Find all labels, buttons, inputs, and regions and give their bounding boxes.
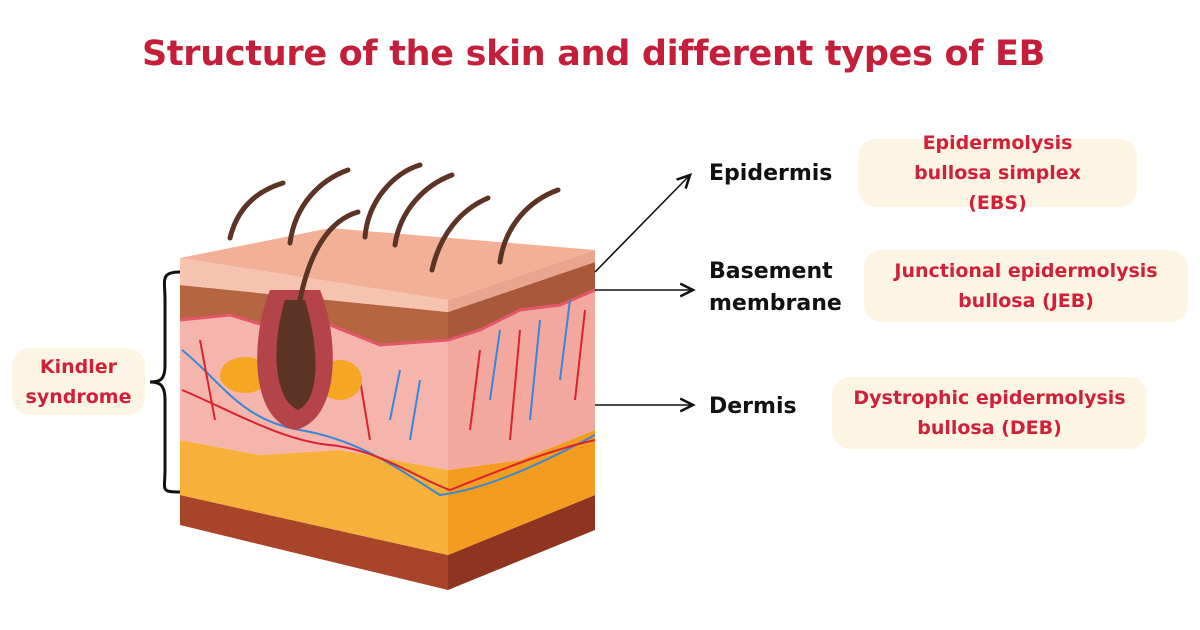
skin-surface-front [180, 258, 448, 312]
kindler-brace [149, 270, 181, 494]
base-layer-side [448, 495, 595, 590]
epidermis-side [448, 262, 595, 340]
label-epidermis: Epidermis [709, 161, 833, 186]
blood-vessels [181, 299, 596, 497]
skin-surface-side [448, 250, 595, 312]
dermis-side [448, 290, 595, 470]
diagram-title: Structure of the skin and different type… [141, 34, 1046, 74]
skin-surface-top [180, 228, 595, 300]
base-layer-front [180, 495, 448, 590]
label-basement-membrane: Basement membrane [709, 259, 842, 316]
fat-layer-front [180, 440, 448, 555]
hairs [227, 162, 561, 303]
arrow-epidermis [594, 175, 690, 273]
deb-text: Dystrophic epidermolysis bullosa (DEB) [853, 387, 1126, 439]
fat-layer-side [448, 430, 595, 555]
jeb-text: Junctional epidermolysis bullosa (JEB) [894, 260, 1158, 312]
ebs-text: Epidermolysis bullosa simplex (EBS) [914, 132, 1081, 214]
kindler-box: Kindler syndrome [12, 348, 145, 415]
jeb-box: Junctional epidermolysis bullosa (JEB) [864, 250, 1188, 322]
deb-box: Dystrophic epidermolysis bullosa (DEB) [832, 377, 1147, 449]
hair-root [276, 300, 316, 410]
ebs-box: Epidermolysis bullosa simplex (EBS) [858, 132, 1137, 214]
basement-membrane-line [179, 288, 596, 347]
kindler-text: Kindler syndrome [25, 355, 132, 408]
label-dermis: Dermis [709, 394, 797, 419]
